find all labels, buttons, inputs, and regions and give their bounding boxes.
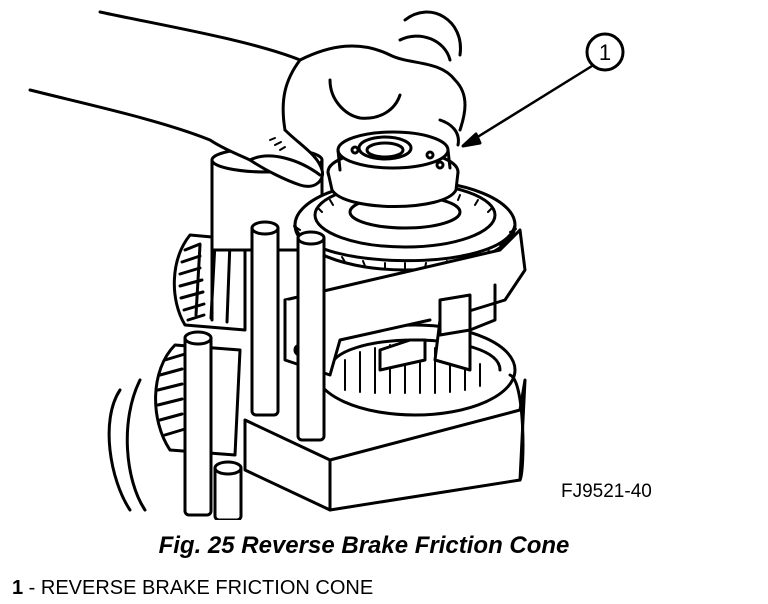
legend-text: - REVERSE BRAKE FRICTION CONE [23,577,374,599]
legend-number: 1 [12,577,24,599]
reverse-brake-friction-cone [326,130,460,208]
callout-1: 1 [461,32,625,148]
left-gear-stack [107,233,247,512]
hand [28,10,467,188]
drawing-code: FJ9521-40 [561,481,652,502]
legend-item: 1 - REVERSE BRAKE FRICTION CONE [12,577,373,600]
callout-number: 1 [599,40,611,65]
illustration: 1 FJ9521-40 [28,10,652,522]
fixture-pins [183,220,326,522]
figure-caption: Fig. 25 Reverse Brake Friction Cone [158,532,570,559]
